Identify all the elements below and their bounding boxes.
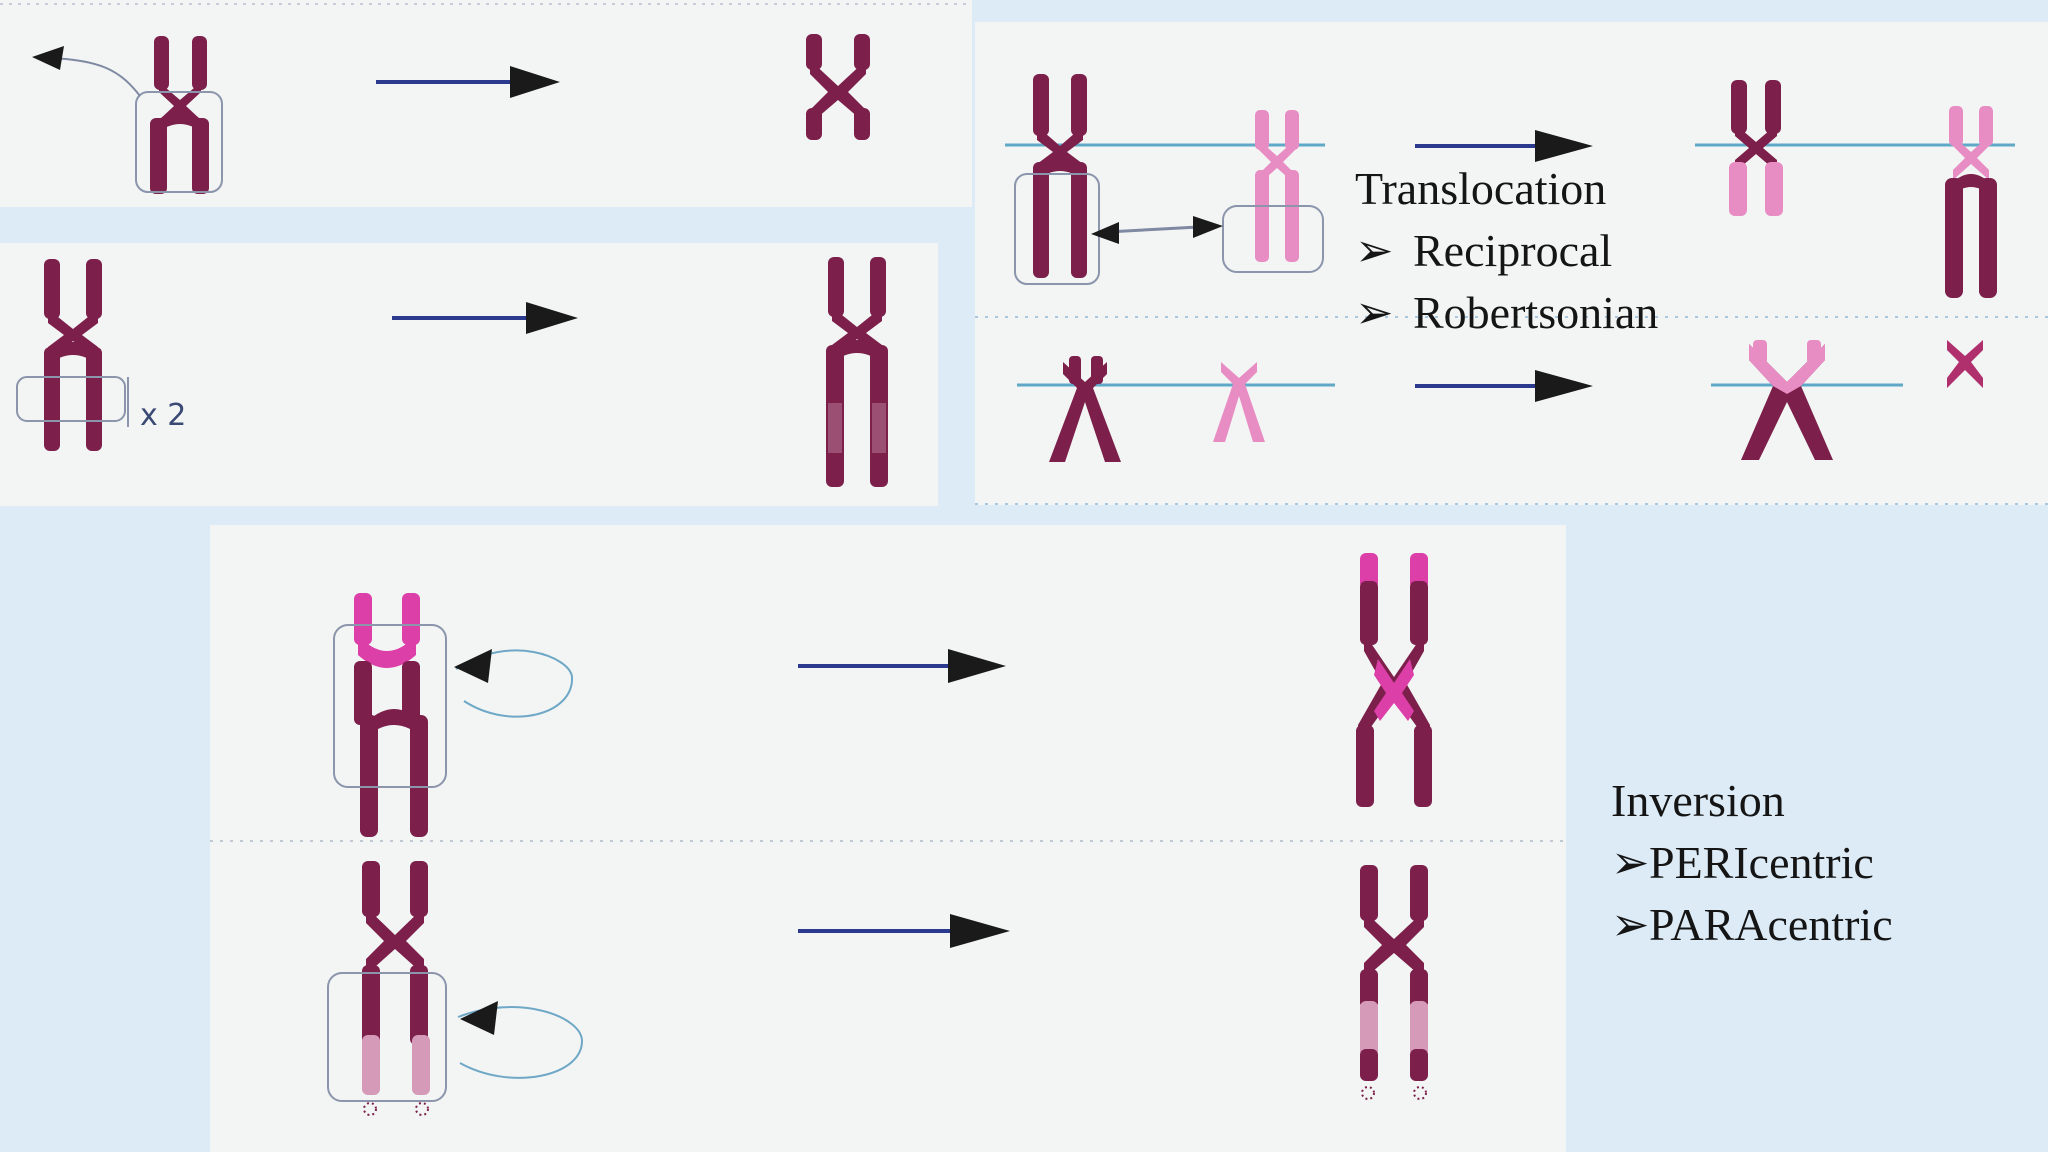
duplication-panel: x 2 [0, 243, 938, 506]
pericentric-arrow [798, 649, 1006, 683]
reciprocal-chromosome-dark-before [1033, 74, 1087, 278]
bullet-arrow-icon: ➢ [1611, 837, 1650, 888]
deletion-box [135, 91, 223, 193]
chromosome-after-duplication [826, 257, 888, 487]
inversion-diagram [210, 553, 1566, 1116]
paracentric-loop-arrowhead [460, 1001, 498, 1035]
translocation-item-reciprocal: ➢Reciprocal [1355, 220, 1658, 282]
deletion-arrow [376, 66, 560, 98]
reciprocal-box-dark [1014, 173, 1100, 285]
reciprocal-chromosome-pink-after [1945, 106, 1997, 298]
duplication-arrow [392, 302, 578, 334]
robertsonian-chromosome-dark-before [1049, 356, 1121, 462]
inversion-panel [210, 525, 1566, 1152]
pericentric-loop-arrowhead [454, 649, 492, 683]
translocation-label-block: Translocation ➢Reciprocal ➢Robertsonian [1355, 158, 1658, 344]
paracentric-box [327, 972, 447, 1102]
reciprocal-arrow [1415, 130, 1593, 162]
robertsonian-chromosome-pink-before [1213, 362, 1265, 442]
deletion-curve-arrowhead [32, 46, 64, 70]
inversion-item-paracentric: ➢PARAcentric [1611, 894, 1893, 956]
reciprocal-box-pink [1222, 205, 1324, 273]
deletion-curve [49, 57, 141, 97]
paracentric-chromosome-before [362, 861, 430, 1116]
duplication-multiplier: x 2 [140, 398, 186, 433]
paracentric-arrow [798, 914, 1010, 948]
bullet-arrow-icon: ➢ [1355, 287, 1394, 338]
pericentric-chromosome-before [354, 593, 428, 837]
translocation-item-robertsonian: ➢Robertsonian [1355, 282, 1658, 344]
translocation-title: Translocation [1355, 163, 1607, 214]
paracentric-chromosome-after [1360, 865, 1428, 1100]
duplication-box [16, 376, 126, 422]
chromosome-before-duplication [44, 259, 102, 451]
robertsonian-arrow [1415, 370, 1593, 402]
pericentric-inversion-loop [455, 649, 574, 718]
robertsonian-small-chromosome-after [1947, 340, 1983, 388]
translocation-diagram [975, 74, 2048, 505]
bullet-arrow-icon: ➢ [1611, 899, 1650, 950]
reciprocal-swap-arrow [1091, 216, 1223, 244]
reciprocal-chromosome-pink-before [1255, 110, 1299, 262]
deletion-diagram [0, 3, 972, 194]
deletion-panel [0, 0, 972, 207]
pericentric-chromosome-after [1356, 553, 1432, 807]
robertsonian-chromosome-fused-after [1741, 340, 1833, 460]
inversion-label-block: Inversion ➢PERIcentric ➢PARAcentric [1611, 770, 1893, 956]
inversion-title: Inversion [1611, 775, 1785, 826]
reciprocal-chromosome-dark-after [1729, 80, 1783, 216]
translocation-panel: Translocation ➢Reciprocal ➢Robertsonian [975, 22, 2048, 505]
duplication-diagram: x 2 [16, 257, 888, 487]
pericentric-box [333, 624, 447, 788]
paracentric-inversion-loop [457, 1006, 584, 1079]
chromosome-before-deletion [150, 36, 209, 194]
chromosome-after-deletion [806, 34, 870, 140]
inversion-item-pericentric: ➢PERIcentric [1611, 832, 1893, 894]
bullet-arrow-icon: ➢ [1355, 225, 1394, 276]
